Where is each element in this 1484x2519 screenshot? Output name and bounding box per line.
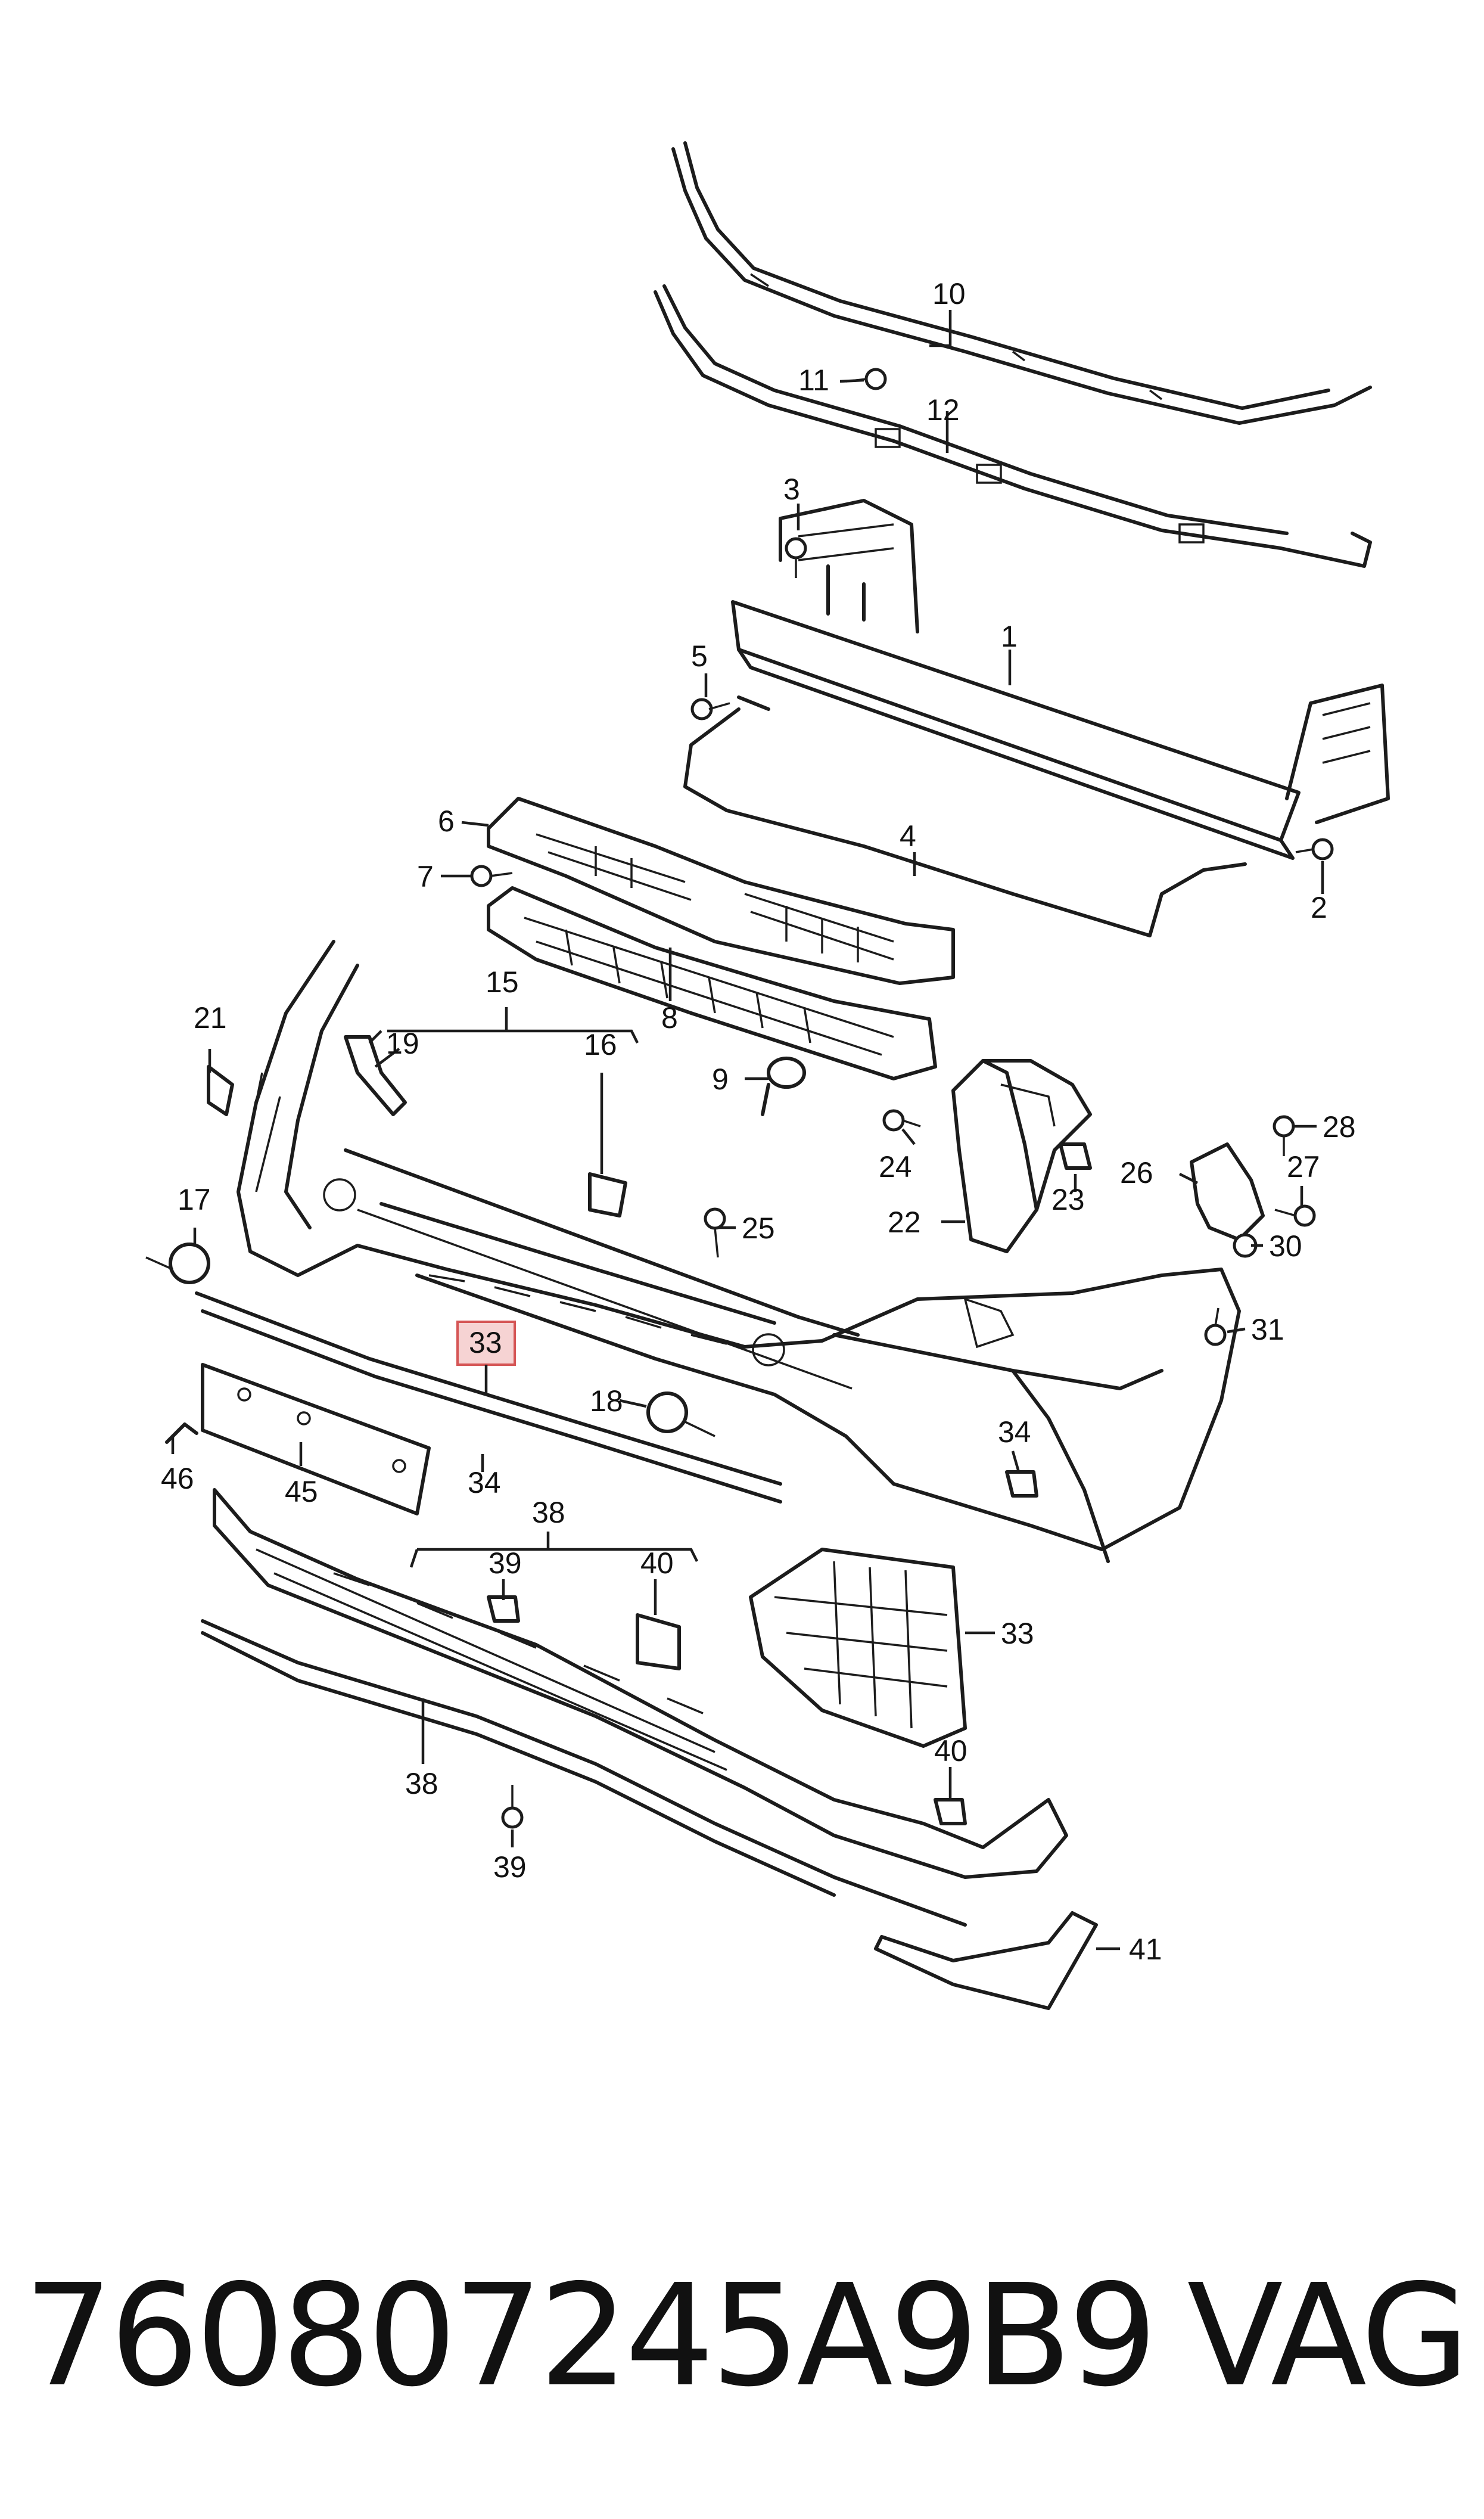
bolt-icon-5 [690,698,730,720]
bolt-icon-29 [1204,1307,1227,1346]
part-25-right-bracket [1190,1142,1265,1241]
callout-37: 40 [640,1546,674,1580]
part-6-absorber [487,797,955,985]
bolt-icon-11 [845,368,887,390]
callout-7: 7 [417,860,434,893]
bolt-icon-23 [882,1109,921,1132]
part-46-rivet [165,1422,198,1444]
brand-text: VAG [1187,2254,1470,2418]
callout-36: 39 [489,1546,522,1580]
callout-29: 31 [1251,1313,1284,1346]
part-22-clip [1059,1142,1092,1170]
callout-12: 12 [926,393,960,427]
callout-6: 6 [438,805,455,838]
bolt-icon-39 [501,1785,524,1829]
bolt-icon-3 [785,537,807,578]
part-20-clip [207,1065,234,1116]
part-19-bracket [344,1035,407,1116]
callout-15: 15 [486,965,519,999]
callout-26: 27 [1287,1150,1320,1184]
bolt-icon-27 [1273,1115,1295,1156]
part-8-lower-absorber [487,886,937,1080]
callout-30: 33 [469,1326,502,1359]
callout-31: 34 [468,1466,501,1499]
callout-24: 25 [742,1212,775,1245]
callout-27: 28 [1323,1110,1356,1144]
part-number-text: 760807245A9B9 [24,2254,1158,2418]
callout-9: 9 [712,1063,729,1096]
cap-icon-17 [145,1243,210,1284]
part-10-upper-bracket [671,141,1372,425]
callout-40: 40 [934,1734,967,1768]
callout-23: 24 [879,1150,912,1184]
callout-8: 8 [661,1001,678,1035]
callout-17: 17 [178,1183,211,1216]
callout-1: 1 [1001,620,1018,653]
clip-icon-36 [487,1595,520,1623]
highlight-box-30 [456,1321,516,1366]
callout-38: 38 [405,1767,438,1800]
callout-39: 39 [493,1850,527,1884]
callout-20: 21 [194,1001,227,1035]
clip-icon-37 [636,1613,681,1670]
bolt-icon-26 [1274,1204,1316,1227]
callout-35: 38 [532,1496,565,1529]
part-45-plate-bracket [201,1363,431,1515]
callout-5: 5 [691,639,708,673]
part-38-lower-strip [201,1619,967,1927]
cap-icon-18 [646,1391,715,1437]
leader-lines [171,310,1324,1950]
part-12-cross-strip [654,284,1372,568]
callout-19: 19 [386,1027,419,1060]
part-31-trim-strip [195,1291,782,1504]
part-4-wire-loop [683,695,1247,937]
part-33-grille [749,1548,967,1748]
bolt-icon-24 [704,1207,726,1258]
callout-18: 18 [590,1384,623,1418]
part-41-corner-trim [874,1911,1098,2010]
callout-34: 34 [998,1415,1031,1449]
callout-labels: 10 11 12 3 1 5 2 4 6 7 15 8 16 9 21 19 1… [161,277,1356,1966]
clip-icon-34 [1005,1470,1038,1498]
callout-25: 26 [1120,1156,1153,1189]
callout-11: 11 [798,364,829,397]
part-16-clip [588,1172,627,1217]
callout-33: 33 [1001,1617,1034,1650]
part-15-bumper-cover [237,940,1241,1563]
callout-2: 2 [1311,891,1327,924]
callout-16: 16 [584,1028,617,1061]
callout-45: 45 [285,1475,318,1508]
part-9-pin [761,1057,806,1116]
bolt-icon-7 [470,865,513,887]
callout-4: 4 [900,819,916,853]
callout-21: 22 [888,1206,921,1239]
part-1-bumper-beam [731,499,1390,860]
callout-46: 46 [161,1462,194,1495]
callout-22: 23 [1051,1183,1085,1216]
callout-28: 30 [1269,1229,1302,1263]
part-21-side-guide [951,1059,1092,1253]
clip-icon-40 [934,1798,967,1825]
part-35-lower-spoiler [213,1488,1068,1879]
fastener-icons [145,368,1334,1829]
callout-10: 10 [932,277,966,310]
bolt-icon-2 [1295,838,1334,861]
callout-41: 41 [1129,1933,1162,1966]
callout-3: 3 [783,473,800,506]
